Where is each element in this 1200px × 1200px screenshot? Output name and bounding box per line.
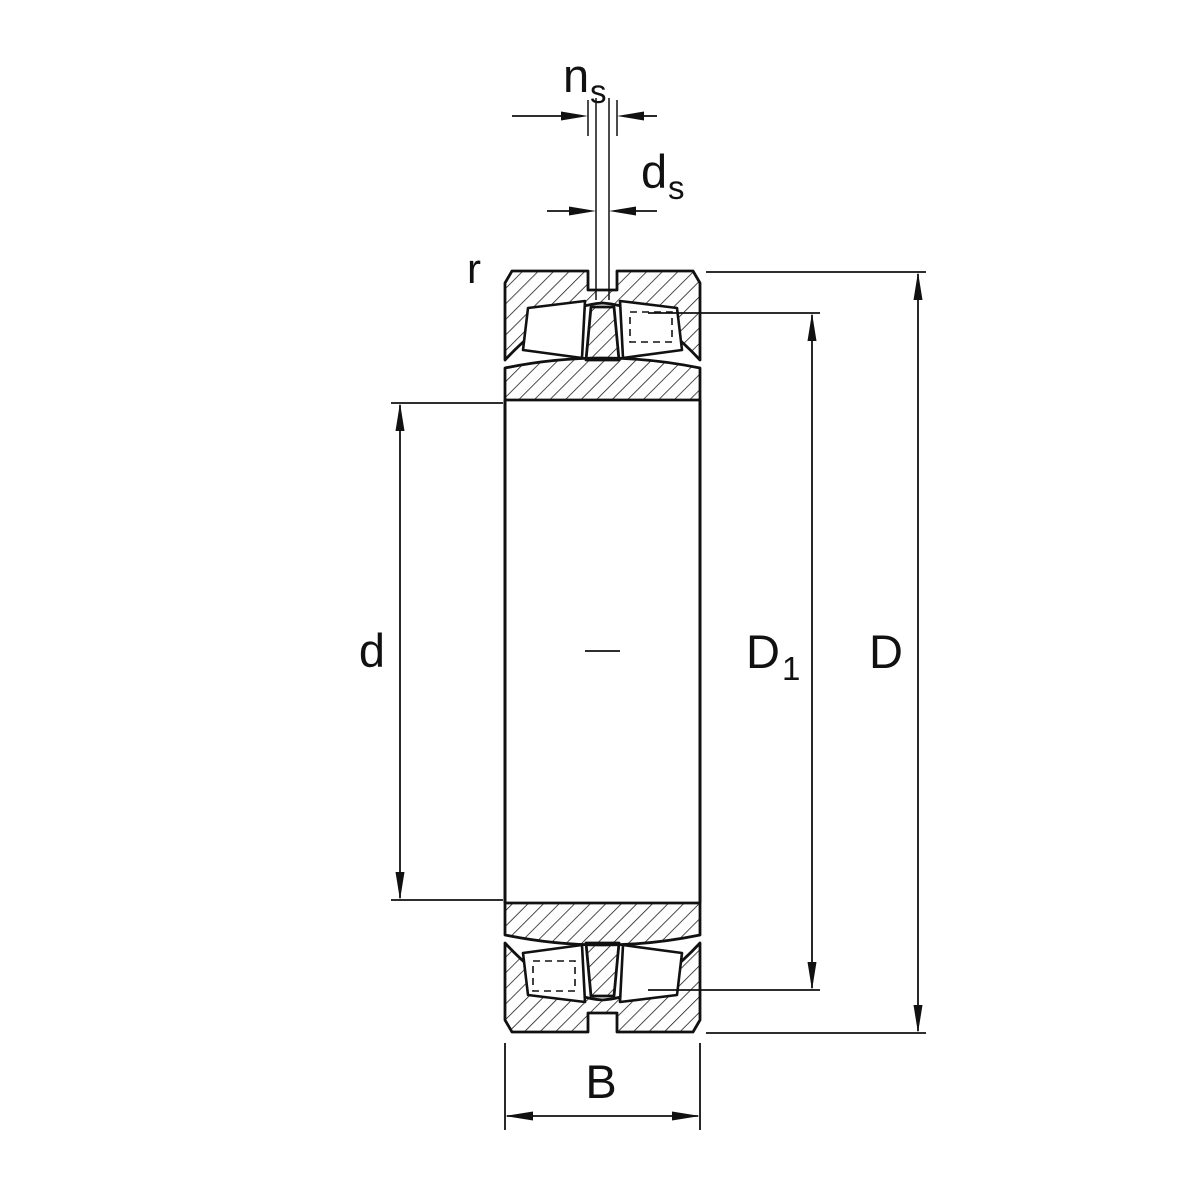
roller-bottom-left xyxy=(521,943,587,1004)
D-arrowhead-top xyxy=(913,272,923,300)
label-d1: D xyxy=(746,625,780,678)
d1-arrowhead-bottom xyxy=(807,962,817,990)
label-ns: n xyxy=(563,49,589,102)
label-r: r xyxy=(467,245,481,292)
d-arrowhead-top xyxy=(395,403,405,431)
dimension-B: B xyxy=(504,1043,701,1130)
label-D: D xyxy=(869,625,903,678)
label-B: B xyxy=(585,1055,616,1108)
ds-arrowhead-right xyxy=(609,206,636,216)
label-ds-subscript: s xyxy=(668,169,685,206)
dimension-ds: d s xyxy=(547,145,685,216)
label-d: d xyxy=(359,624,385,677)
label-ns-subscript: s xyxy=(590,73,607,110)
ns-arrowhead-left xyxy=(561,111,588,121)
d1-arrowhead-top xyxy=(807,313,817,341)
roller-bottom-right xyxy=(618,943,684,1004)
label-ds: d xyxy=(641,145,667,198)
label-d1-subscript: 1 xyxy=(782,650,800,687)
roller-top-left xyxy=(521,299,587,360)
B-arrowhead-right xyxy=(672,1111,700,1121)
ns-arrowhead-right xyxy=(617,111,644,121)
bore-outline xyxy=(503,400,702,903)
inner-ring-bottom xyxy=(503,901,702,947)
guide-rib-top xyxy=(584,305,621,362)
bearing-top-section xyxy=(503,98,702,402)
d-arrowhead-bottom xyxy=(395,872,405,900)
bearing-bottom-section xyxy=(503,901,702,1034)
D-arrowhead-bottom xyxy=(913,1005,923,1033)
dimension-D: D xyxy=(706,271,926,1034)
guide-rib-bottom xyxy=(584,941,621,998)
ds-arrowhead-left xyxy=(569,206,596,216)
dimension-ns: n s xyxy=(512,49,657,136)
dimension-d1: D 1 xyxy=(648,312,820,991)
inner-ring-top xyxy=(503,356,702,402)
B-arrowhead-left xyxy=(505,1111,533,1121)
dimension-d: d xyxy=(359,402,503,901)
roller-top-right xyxy=(618,299,684,360)
